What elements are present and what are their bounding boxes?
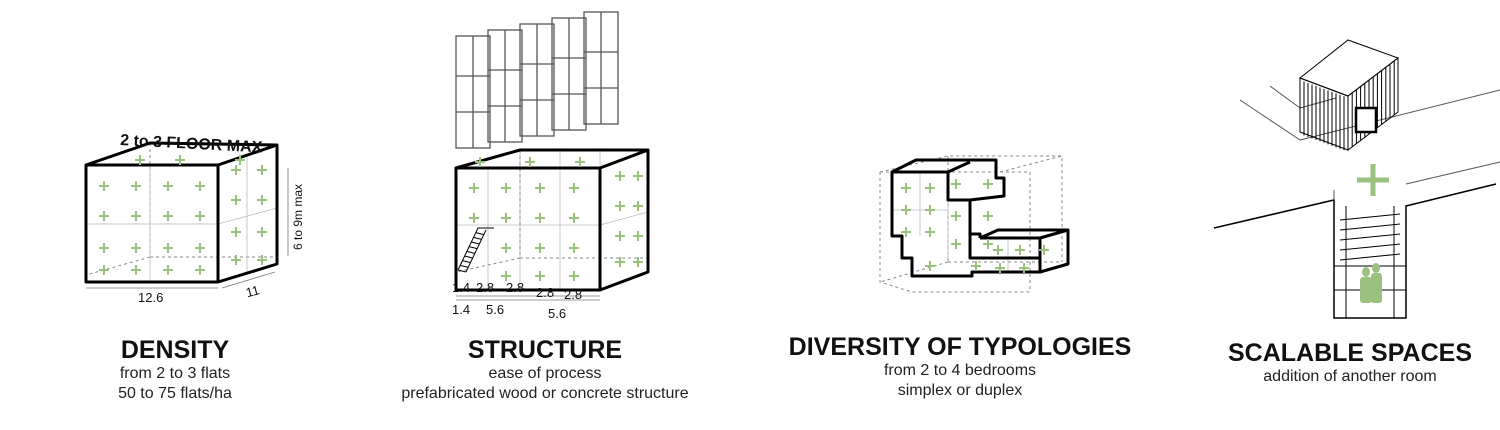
typologies-drawing xyxy=(879,155,1070,293)
typologies-line-2: simplex or duplex xyxy=(897,382,1023,399)
density-height-label: 6 to 9m max xyxy=(291,184,305,250)
structure-caption: STRUCTURE ease of process prefabricated … xyxy=(375,337,715,404)
density-width-label: 12.6 xyxy=(138,290,163,305)
svg-text:1.4: 1.4 xyxy=(452,280,470,295)
svg-text:1.4: 1.4 xyxy=(452,302,470,317)
structure-dimension-row-2: 1.4 5.6 5.6 xyxy=(452,302,566,321)
density-line-1: from 2 to 3 flats xyxy=(119,365,231,382)
svg-text:2.8: 2.8 xyxy=(564,287,582,302)
structure-title: STRUCTURE xyxy=(467,336,623,364)
scalable-caption: SCALABLE SPACES addition of another room xyxy=(1215,340,1485,387)
svg-text:2.8: 2.8 xyxy=(476,280,494,295)
density-depth-label: 11 xyxy=(244,282,261,300)
density-caption: DENSITY from 2 to 3 flats 50 to 75 flats… xyxy=(60,337,290,404)
density-floor-label: 2 to 3 FLOOR MAX xyxy=(120,132,263,156)
density-box-drawing xyxy=(84,141,289,289)
scalable-title: SCALABLE SPACES xyxy=(1227,339,1472,367)
typologies-line-1: from 2 to 4 bedrooms xyxy=(883,362,1037,379)
scalable-line-1: addition of another room xyxy=(1263,368,1437,385)
scalable-drawing xyxy=(1213,39,1500,319)
svg-text:2.8: 2.8 xyxy=(506,280,524,295)
typologies-title: DIVERSITY OF TYPOLOGIES xyxy=(788,333,1132,361)
structure-line-1: ease of process xyxy=(488,365,602,382)
structure-dimension-row-1: 1.4 2.8 2.8 2.8 2.8 xyxy=(452,280,582,302)
structure-frame-drawing xyxy=(454,11,650,301)
density-title: DENSITY xyxy=(120,336,230,364)
density-line-2: 50 to 75 flats/ha xyxy=(118,385,232,402)
structure-line-2: prefabricated wood or concrete structure xyxy=(401,385,689,402)
structure-plus-markers xyxy=(468,156,644,282)
svg-text:5.6: 5.6 xyxy=(486,302,504,317)
svg-text:2.8: 2.8 xyxy=(536,285,554,300)
typologies-caption: DIVERSITY OF TYPOLOGIES from 2 to 4 bedr… xyxy=(770,334,1150,401)
svg-text:5.6: 5.6 xyxy=(548,306,566,321)
